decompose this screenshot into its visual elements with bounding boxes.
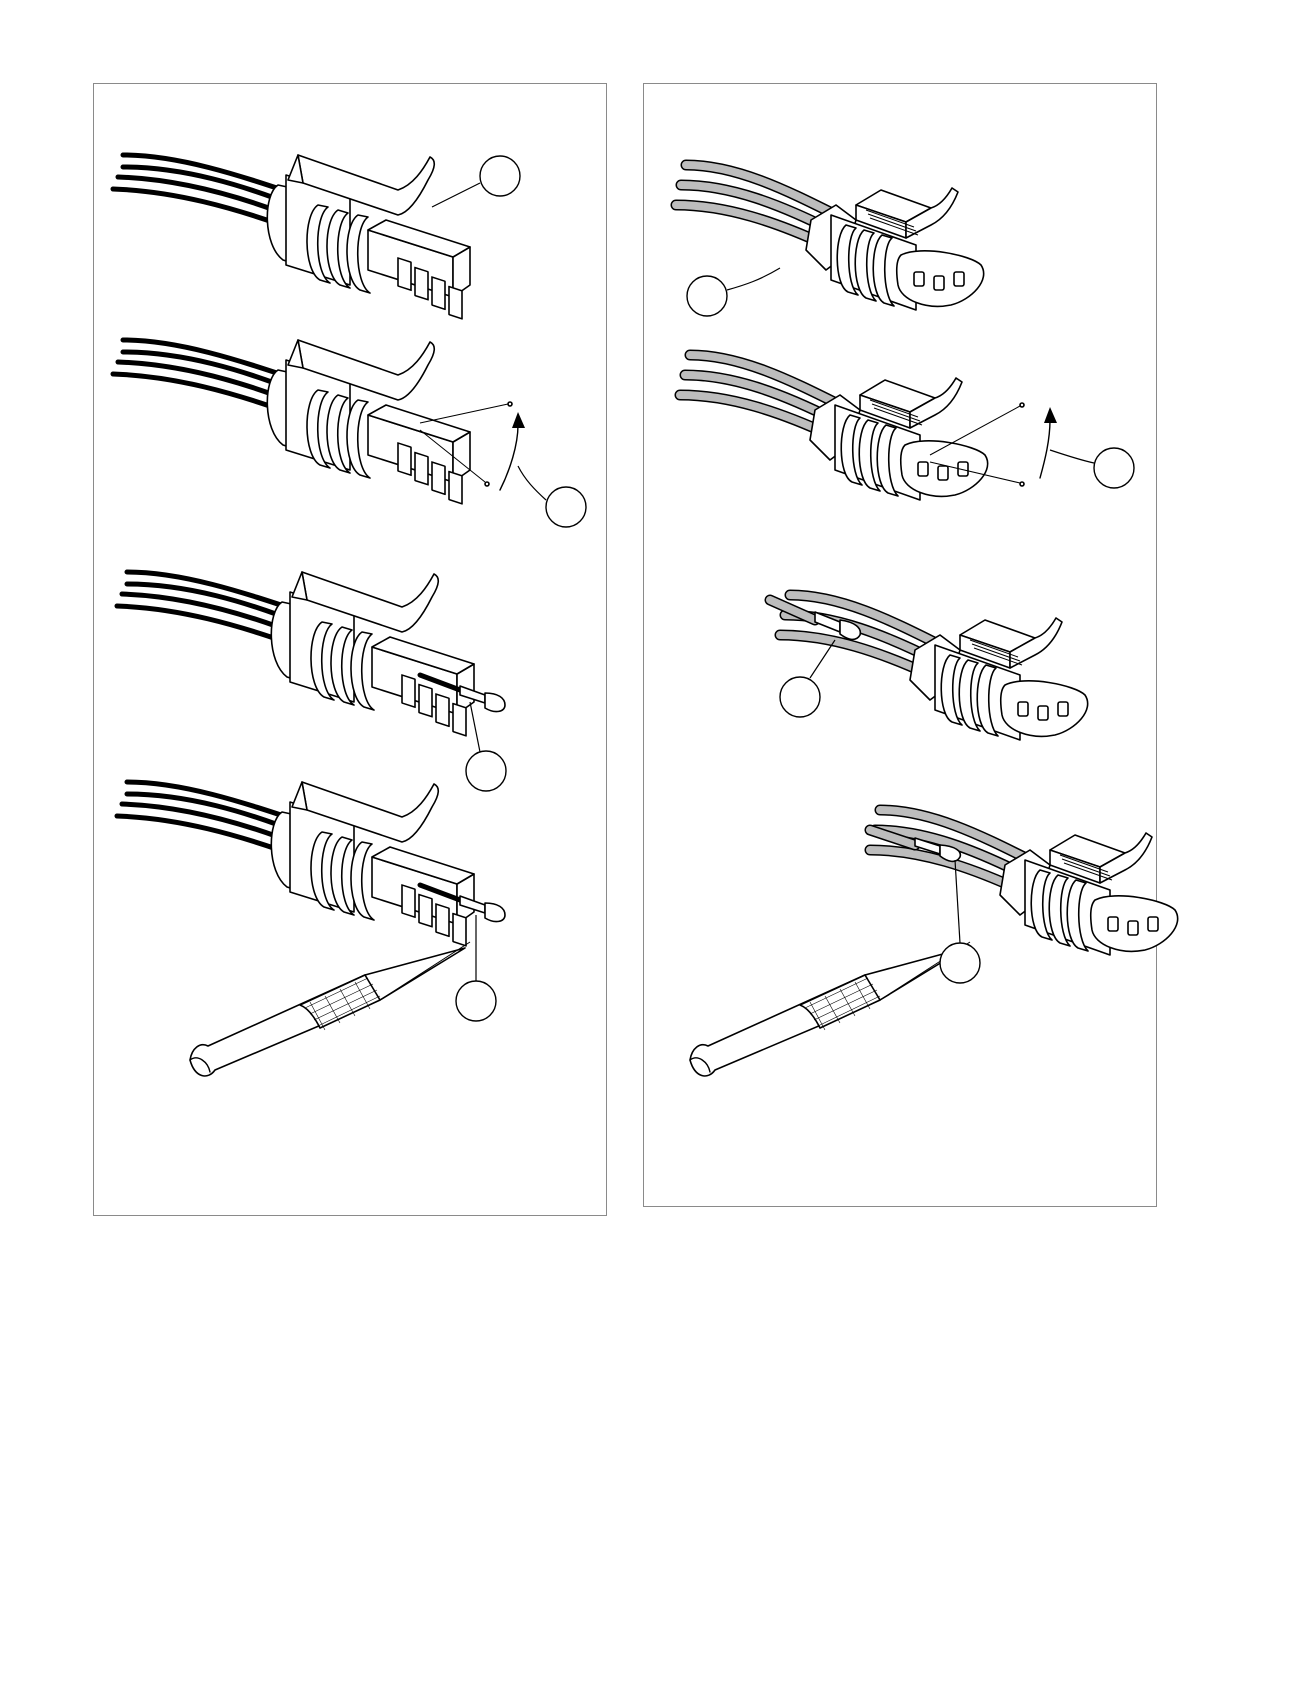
- right-view-2: [680, 355, 1135, 500]
- callout-2: [545, 486, 587, 528]
- callout-1: [479, 155, 521, 197]
- callout-3: [465, 750, 507, 792]
- right-view-3: [764, 595, 1088, 740]
- left-view-3: [117, 572, 507, 792]
- callout-5: [686, 275, 728, 317]
- callout-4: [455, 980, 497, 1022]
- callout-6: [1093, 447, 1135, 489]
- left-view-2: [113, 340, 587, 528]
- left-view-4: [117, 782, 506, 1077]
- callout-7: [779, 676, 821, 718]
- right-view-4: [689, 810, 1178, 1077]
- callout-8: [939, 942, 981, 984]
- left-view-1: [113, 155, 521, 319]
- right-view-1: [676, 165, 984, 317]
